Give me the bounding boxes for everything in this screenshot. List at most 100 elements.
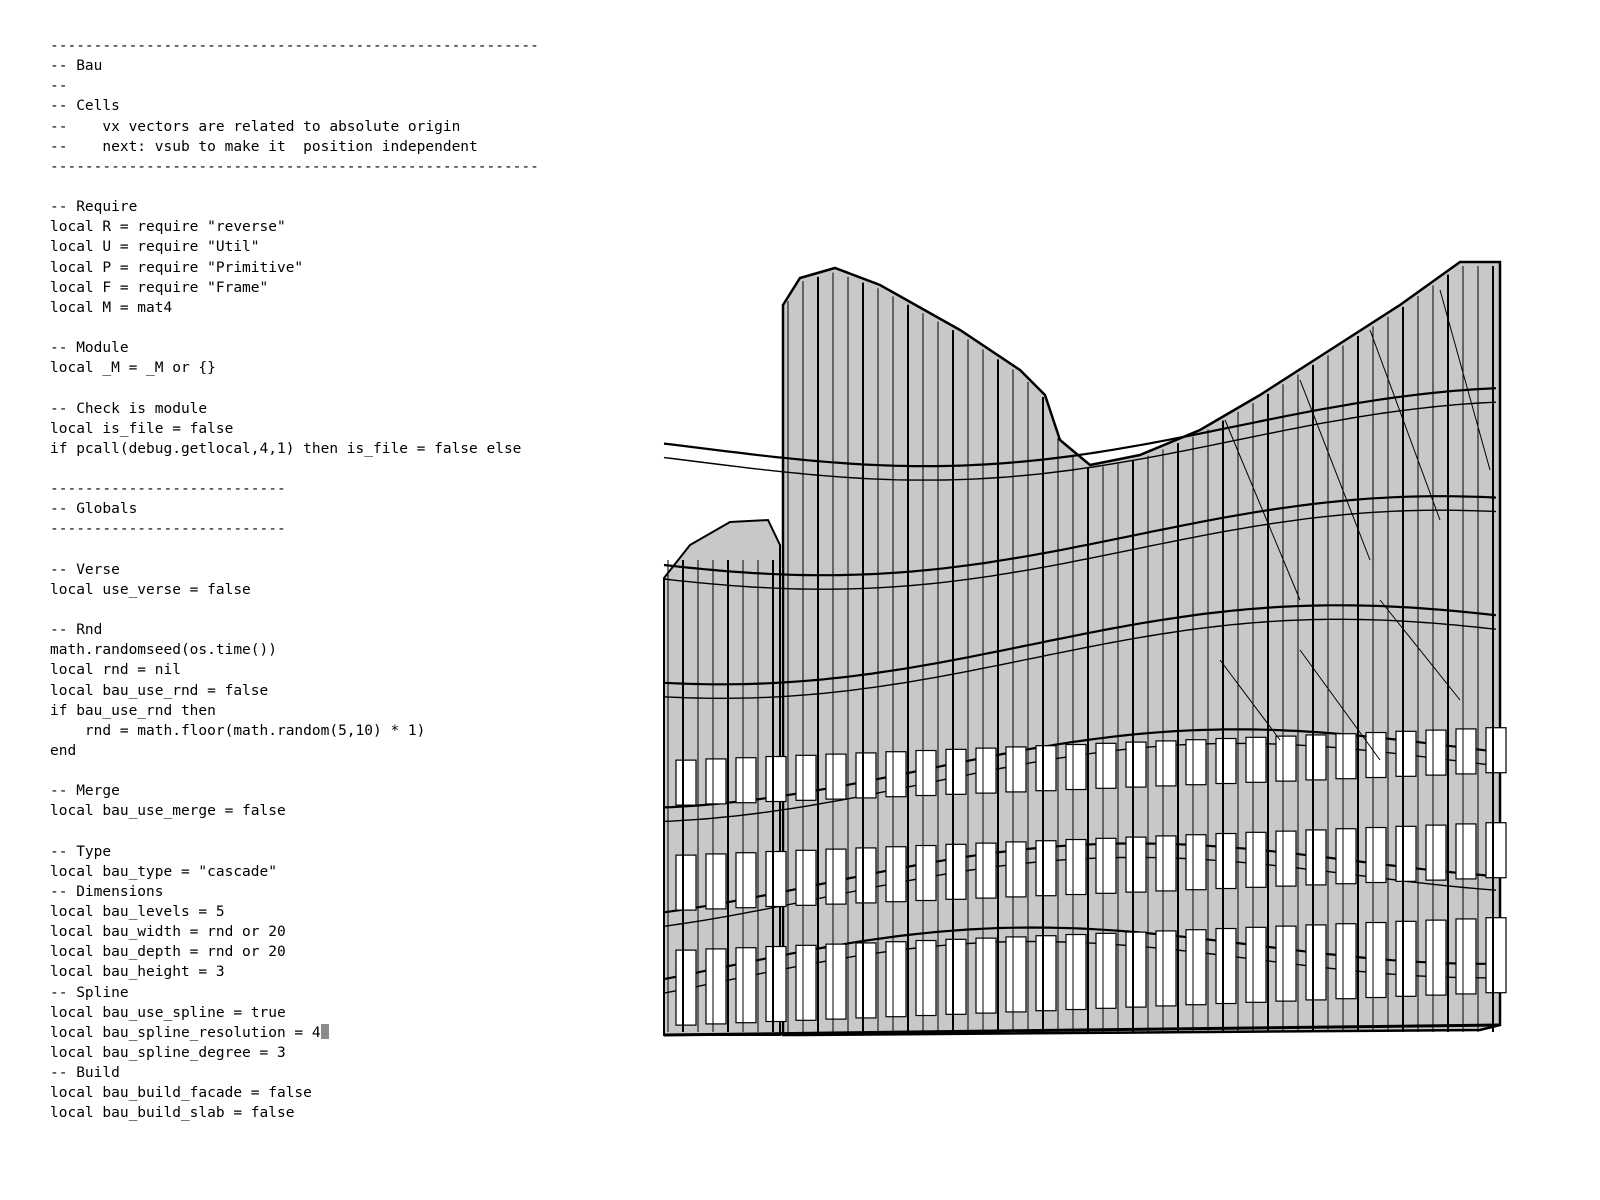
floor-slab-edge	[663, 856, 1497, 927]
window-pane	[1365, 826, 1387, 884]
window-pane	[1215, 927, 1237, 1005]
code-line[interactable]	[50, 761, 538, 781]
code-line[interactable]	[50, 540, 538, 560]
window-pane	[945, 938, 967, 1015]
text-cursor	[320, 1023, 329, 1039]
code-line[interactable]: local bau_spline_resolution = 4	[50, 1023, 538, 1043]
code-line[interactable]: local U = require "Util"	[50, 239, 260, 256]
window-pane	[1245, 831, 1267, 888]
code-line[interactable]: local bau_build_slab = false	[50, 1105, 295, 1122]
panel-diagonal	[1439, 289, 1491, 471]
code-line[interactable]: math.randomseed(os.time())	[50, 642, 277, 659]
code-line[interactable]: local bau_use_merge = false	[50, 803, 286, 820]
window-pane	[1485, 917, 1507, 994]
code-line[interactable]: local is_file = false	[50, 420, 234, 437]
window-pane	[1095, 742, 1117, 789]
main-mass	[781, 260, 1502, 1037]
code-line[interactable]: -- Type	[50, 843, 112, 860]
window-pane	[1035, 745, 1057, 792]
window-pane	[1335, 733, 1357, 780]
window-pane	[1275, 735, 1297, 782]
window-pane	[1305, 829, 1327, 886]
code-line[interactable]: if pcall(debug.getlocal,4,1) then is_fil…	[50, 440, 522, 457]
code-line[interactable]: ---------------------------	[50, 521, 286, 538]
code-line[interactable]: -- Cells	[50, 98, 120, 115]
code-line[interactable]: if bau_use_rnd then	[50, 702, 216, 719]
ground-line	[663, 1023, 1501, 1037]
code-line[interactable]: -- Dimensions	[50, 883, 164, 900]
code-line[interactable]: ---------------------------	[50, 481, 286, 498]
code-line[interactable]	[50, 600, 538, 620]
code-line[interactable]: end	[50, 742, 77, 759]
window-pane	[735, 947, 757, 1024]
window-pane	[1125, 931, 1147, 1008]
code-line[interactable]: local bau_build_facade = false	[50, 1085, 312, 1102]
code-editor[interactable]: ----------------------------------------…	[50, 36, 538, 1126]
code-line[interactable]: local bau_height = 3	[50, 964, 225, 981]
window-pane	[1425, 729, 1447, 776]
floor-slab-edge	[663, 940, 1497, 994]
window-pane	[1485, 822, 1507, 879]
code-line[interactable]: -- Build	[50, 1065, 120, 1082]
code-line[interactable]	[50, 459, 538, 479]
code-line[interactable]: local P = require "Primitive"	[50, 259, 304, 276]
window-pane	[1065, 743, 1087, 791]
code-line[interactable]: -- Require	[50, 199, 138, 216]
window-pane	[1005, 841, 1027, 898]
code-line[interactable]: local bau_use_spline = true	[50, 1004, 286, 1021]
code-line[interactable]	[50, 378, 538, 398]
code-line[interactable]: --	[50, 78, 68, 95]
code-line[interactable]: local _M = _M or {}	[50, 360, 216, 377]
window-pane	[765, 945, 787, 1023]
code-line[interactable]: -- Module	[50, 340, 129, 357]
window-pane	[1305, 924, 1327, 1001]
floor-slab-line	[663, 495, 1497, 577]
code-line[interactable]: local bau_width = rnd or 20	[50, 924, 286, 941]
window-pane	[705, 758, 727, 805]
code-line[interactable]: -- vx vectors are related to absolute or…	[50, 118, 461, 135]
window-pane	[705, 948, 727, 1025]
code-line[interactable]: local bau_spline_degree = 3	[50, 1045, 286, 1062]
code-line[interactable]: local bau_depth = rnd or 20	[50, 944, 286, 961]
code-line[interactable]: local M = mat4	[50, 299, 173, 316]
panel-diagonal	[1219, 659, 1281, 741]
code-line[interactable]: -- Check is module	[50, 400, 208, 417]
window-pane	[1005, 936, 1027, 1013]
code-line[interactable]: -- next: vsub to make it position indepe…	[50, 138, 478, 155]
window-pane	[1365, 921, 1387, 999]
code-line[interactable]: local bau_levels = 5	[50, 904, 225, 921]
code-line[interactable]: ----------------------------------------…	[50, 38, 538, 54]
window-pane	[1395, 920, 1417, 997]
window-pane	[1095, 932, 1117, 1009]
code-line[interactable]: -- Spline	[50, 984, 129, 1001]
code-line[interactable]: local bau_type = "cascade"	[50, 863, 277, 880]
window-pane	[1155, 930, 1177, 1007]
code-line[interactable]: local F = require "Frame"	[50, 279, 269, 296]
code-line[interactable]: local use_verse = false	[50, 581, 251, 598]
window-pane	[855, 942, 877, 1019]
window-pane	[915, 844, 937, 902]
panel-diagonal	[1299, 379, 1371, 561]
code-line[interactable]: -- Globals	[50, 501, 138, 518]
code-line[interactable]: local R = require "reverse"	[50, 219, 286, 236]
code-line[interactable]: -- Verse	[50, 561, 120, 578]
floor-slab-edge	[663, 742, 1497, 823]
window-pane	[705, 853, 727, 910]
window-pane	[1335, 828, 1357, 885]
window-pane	[1305, 734, 1327, 781]
window-pane	[1185, 929, 1207, 1006]
code-line[interactable]	[50, 821, 538, 841]
window-pane	[675, 854, 697, 911]
code-line[interactable]: ----------------------------------------…	[50, 158, 538, 175]
code-line[interactable]	[50, 318, 538, 338]
code-line[interactable]: -- Rnd	[50, 622, 103, 639]
code-line[interactable]: -- Merge	[50, 783, 120, 800]
code-line[interactable]: -- Bau	[50, 58, 103, 75]
code-line[interactable]	[50, 177, 538, 197]
code-line[interactable]: local bau_use_rnd = false	[50, 682, 269, 699]
code-line[interactable]: local rnd = nil	[50, 662, 181, 679]
window-pane	[1065, 838, 1087, 896]
code-line[interactable]: rnd = math.floor(math.random(5,10) * 1)	[50, 722, 426, 739]
window-pane	[1125, 741, 1147, 788]
